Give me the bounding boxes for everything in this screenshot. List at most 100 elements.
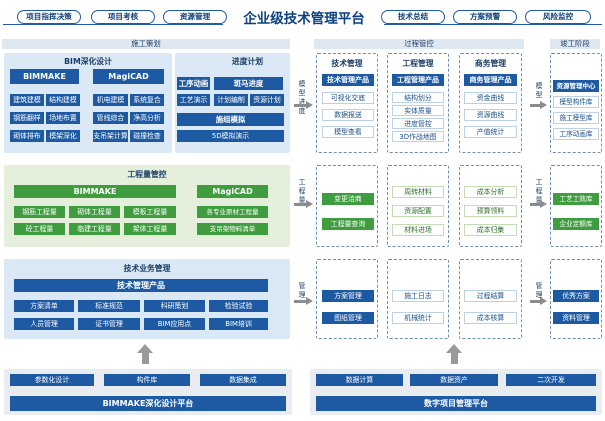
pill-risk-monitor[interactable]: 风险监控 (525, 10, 591, 24)
eng-mgmt-item[interactable]: 实体质量 (392, 105, 444, 116)
magicad-title: MagiCAD (93, 69, 164, 84)
pill-resource[interactable]: 资源管理 (163, 10, 227, 24)
resource-center-item[interactable]: 施工模型库 (553, 112, 599, 124)
bottom-right-title: 数字项目管理平台 (316, 396, 596, 411)
quantity-bimmake-title: BIMMAKE (14, 185, 176, 198)
pill-plan-warning[interactable]: 方案预警 (453, 10, 517, 24)
quantity-bimmake-item[interactable]: 模板工程量 (124, 206, 176, 218)
row3-complete-item[interactable]: 资料管理 (553, 312, 599, 324)
bimmake-item[interactable]: 建筑建模 (10, 94, 44, 106)
bottom-left-item[interactable]: 参数化设计 (10, 374, 94, 386)
section-construction-plan: 施工策划 (2, 39, 290, 49)
row3-link-left: 管理 (298, 282, 306, 299)
quantity-bimmake-item[interactable]: 架体工程量 (124, 223, 176, 235)
biz-mgmt-item[interactable]: 产值统计 (464, 126, 517, 138)
bimmake-item[interactable]: 场地布置 (46, 112, 80, 124)
resource-center-zone (550, 53, 602, 153)
quantity-title: 工程量管控 (127, 170, 167, 179)
row2-tech-item[interactable]: 工程量查询 (322, 218, 374, 230)
bimmake-item[interactable]: 模架深化 (46, 130, 80, 142)
magicad-item[interactable]: 支吊架计算 (93, 130, 128, 142)
tech-mgmt-item[interactable]: 可视化交底 (322, 92, 374, 104)
page-title: 企业级技术管理平台 (243, 11, 365, 27)
row3-tech-item[interactable]: 方案管理 (322, 290, 374, 302)
tech-mgmt-item[interactable]: 数据报送 (322, 109, 374, 121)
biz-mgmt-item[interactable]: 资金曲线 (464, 92, 517, 104)
pill-tech-summary[interactable]: 技术总结 (381, 10, 445, 24)
magicad-item[interactable]: 管线综合 (93, 112, 128, 124)
magicad-item[interactable]: 碰撞检查 (130, 130, 164, 142)
bimmake-item[interactable]: 钢筋翻样 (10, 112, 44, 124)
quantity-magicad-item[interactable]: 各专业原材工程量 (197, 206, 268, 218)
up-arrow-left-head (137, 344, 153, 353)
banma-item[interactable]: 计划编制 (214, 94, 248, 106)
bimmake-item[interactable]: 砌体排布 (10, 130, 44, 142)
row2-biz-item[interactable]: 成本分析 (464, 186, 517, 198)
row2-eng-item[interactable]: 材料进场 (392, 224, 444, 236)
row3-eng-item[interactable]: 施工日志 (392, 290, 444, 302)
row3-tech-item[interactable]: 图纸管理 (322, 312, 374, 324)
row3-complete-item[interactable]: 优秀方案 (553, 290, 599, 302)
bottom-right-item[interactable]: 二次开发 (506, 374, 596, 386)
row2-eng-zone (387, 165, 449, 247)
bottom-left-title: BIMMAKE深化设计平台 (10, 396, 286, 411)
biz-mgmt-item[interactable]: 资源曲线 (464, 109, 517, 121)
row2-tech-item[interactable]: 变更洽商 (322, 193, 374, 205)
header-rule-left (3, 24, 223, 25)
quantity-magicad-item[interactable]: 支吊架物料清单 (197, 223, 268, 235)
schedule-title: 进度计划 (231, 57, 264, 66)
row2-arrow-right-head (540, 200, 547, 208)
eng-mgmt-product: 工程管理产品 (392, 74, 444, 86)
tech-biz-item[interactable]: 科研策划 (144, 300, 205, 312)
row2-complete-item[interactable]: 企业定额库 (553, 218, 599, 230)
eng-mgmt-item[interactable]: 3D作战地图 (392, 131, 444, 142)
row3-biz-zone (459, 259, 522, 339)
biz-mgmt-product: 商务管理产品 (464, 74, 517, 86)
tech-biz-item[interactable]: 检验试验 (209, 300, 268, 312)
pill-assessment[interactable]: 项目考核 (91, 10, 155, 24)
pill-decision[interactable]: 项目指挥决策 (17, 10, 81, 24)
magicad-item[interactable]: 净高分析 (130, 112, 164, 124)
bottom-left-item[interactable]: 构件库 (104, 374, 190, 386)
tech-biz-item[interactable]: 人员管理 (14, 318, 74, 330)
quantity-bimmake-item[interactable]: 砌体工程量 (69, 206, 120, 218)
tech-biz-item[interactable]: 标准规范 (78, 300, 140, 312)
bottom-right-item[interactable]: 数据资产 (410, 374, 498, 386)
row2-eng-item[interactable]: 周转材料 (392, 186, 444, 198)
eng-mgmt-zone (387, 53, 449, 153)
eng-mgmt-item[interactable]: 进度管控 (392, 118, 444, 129)
resource-center-item[interactable]: 模型构件库 (553, 96, 599, 108)
row2-biz-item[interactable]: 成本归集 (464, 224, 517, 236)
tech-mgmt-title: 技术管理 (331, 59, 363, 68)
magicad-item[interactable]: 机电建模 (93, 94, 128, 106)
row3-biz-item[interactable]: 过程结算 (464, 290, 517, 302)
row2-eng-item[interactable]: 资源配置 (392, 205, 444, 217)
quantity-bimmake-item[interactable]: 砼工程量 (14, 223, 65, 235)
quantity-bimmake-item[interactable]: 临建工程量 (69, 223, 120, 235)
tech-biz-item[interactable]: 证书管理 (78, 318, 140, 330)
row3-eng-item[interactable]: 机械统计 (392, 312, 444, 324)
eng-mgmt-item[interactable]: 结构划分 (392, 92, 444, 103)
bottom-right-item[interactable]: 数据计算 (316, 374, 403, 386)
tech-biz-item[interactable]: BIM应用点 (144, 318, 205, 330)
row3-tech-zone (316, 259, 378, 339)
resource-center-item[interactable]: 工序动画库 (553, 128, 599, 140)
biz-mgmt-title: 商务管理 (474, 59, 507, 68)
tech-mgmt-item[interactable]: 模型查看 (322, 126, 374, 138)
row2-complete-item[interactable]: 工艺工效库 (553, 193, 599, 205)
tech-biz-item[interactable]: BIM培训 (209, 318, 268, 330)
banma-item[interactable]: 资源计划 (250, 94, 284, 106)
craft-anim-item[interactable]: 工艺演示 (177, 94, 210, 106)
tech-biz-item[interactable]: 方案清单 (14, 300, 74, 312)
row2-arrow-left-head (306, 200, 313, 208)
row3-biz-item[interactable]: 成本核算 (464, 312, 517, 324)
magicad-item[interactable]: 系统复合 (130, 94, 164, 106)
row2-biz-item[interactable]: 预算领料 (464, 205, 517, 217)
bottom-left-item[interactable]: 数据集成 (200, 374, 286, 386)
quantity-bimmake-item[interactable]: 钢筋工程量 (14, 206, 65, 218)
bimmake-item[interactable]: 结构建模 (46, 94, 80, 106)
tech-biz-product: 技术管理产品 (14, 279, 268, 292)
row2-biz-zone (459, 165, 522, 247)
row3-arrow-right-head (540, 297, 547, 305)
sim-item[interactable]: 5D模拟演示 (177, 130, 284, 142)
